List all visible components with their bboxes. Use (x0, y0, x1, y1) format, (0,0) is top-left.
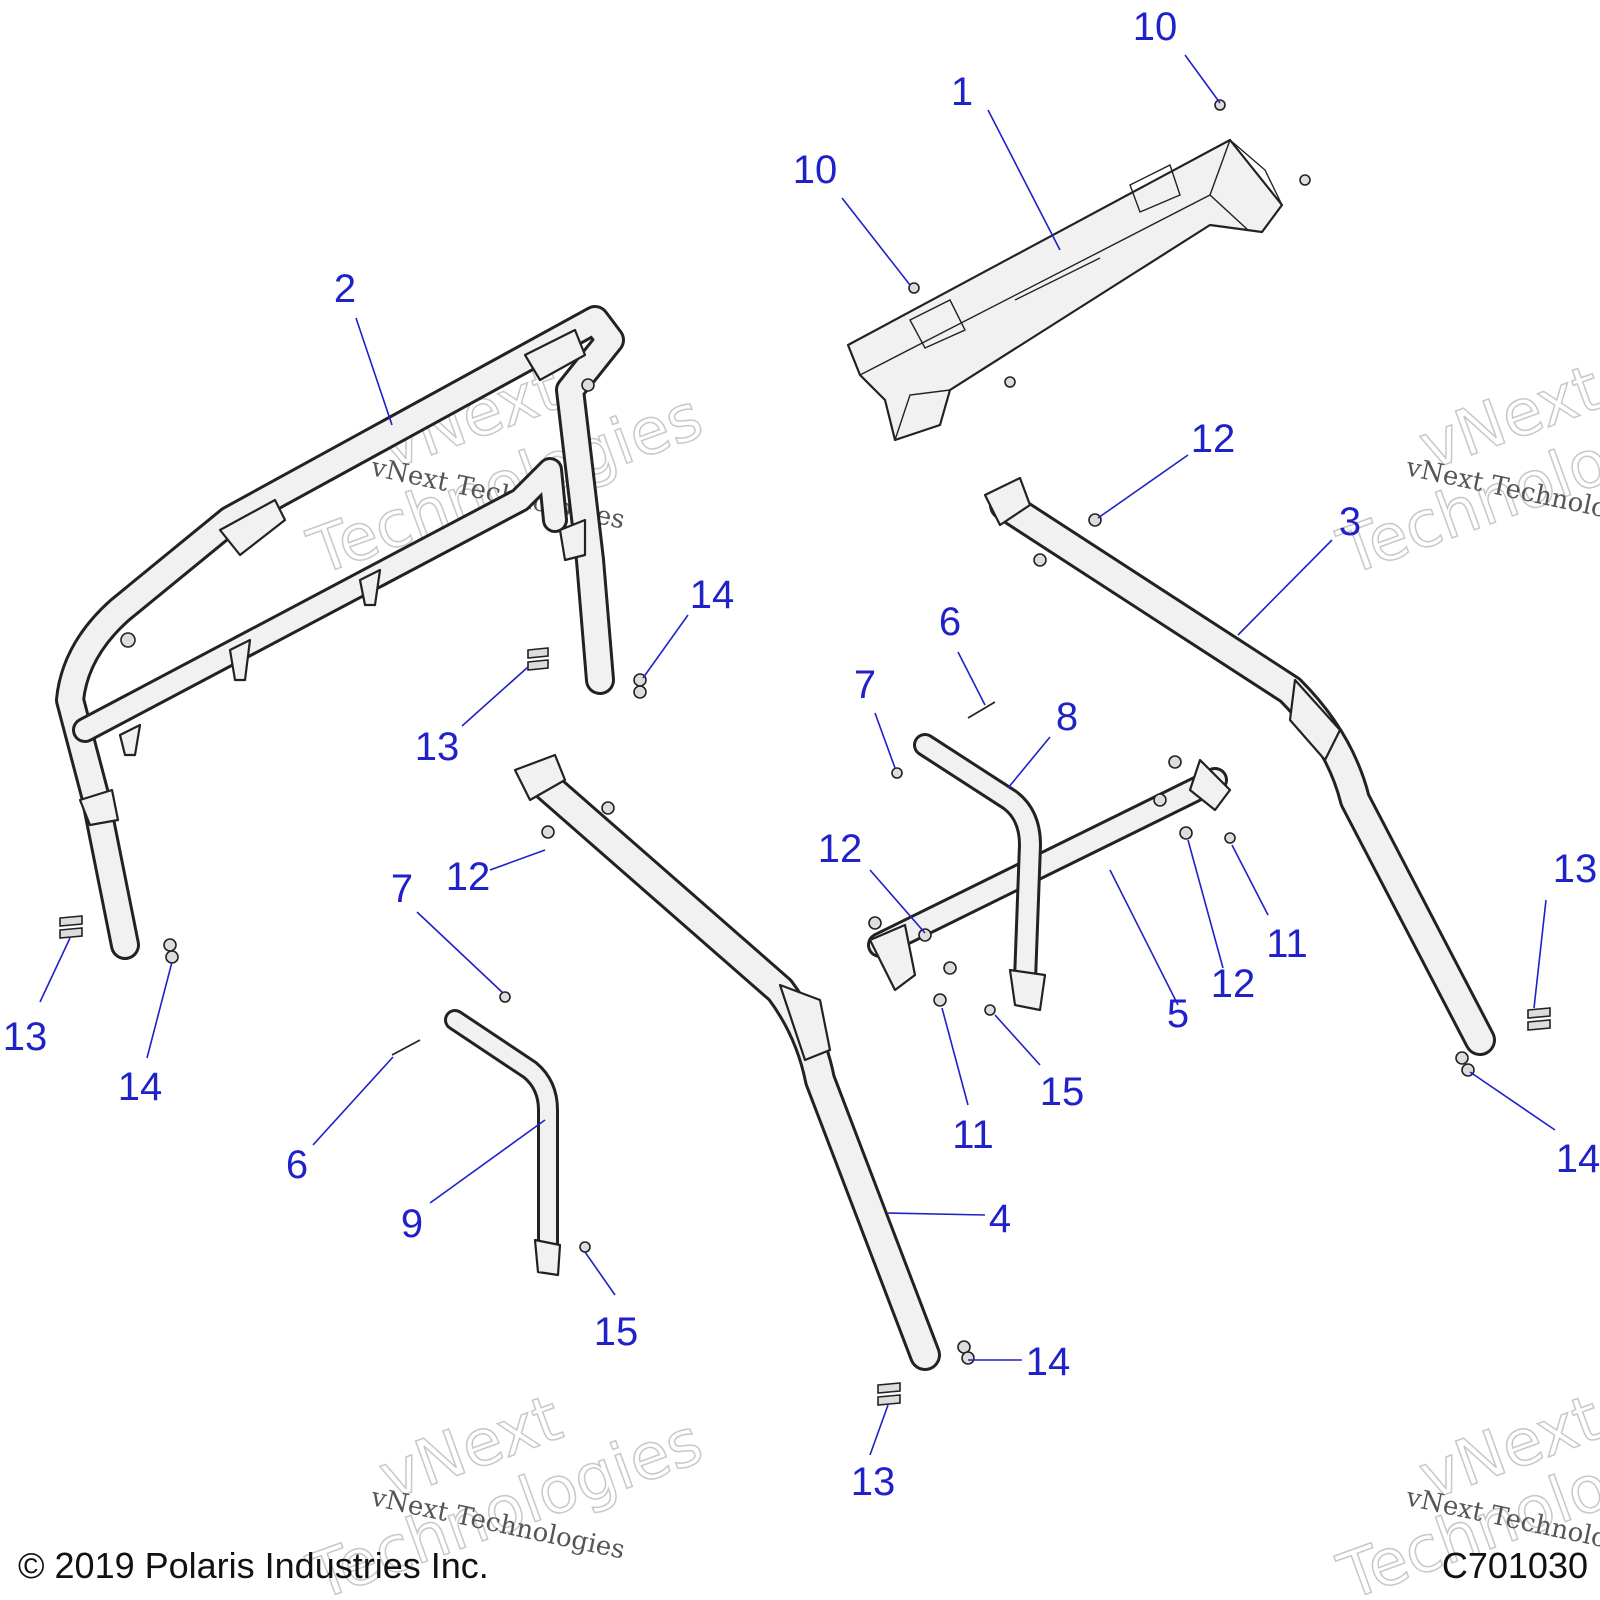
callout-1: 1 (951, 70, 973, 114)
callout-15-right: 15 (1040, 1070, 1085, 1114)
callout-13-right: 13 (1553, 847, 1598, 891)
part-1-rear-panel (846, 138, 1284, 442)
callout-5: 5 (1167, 992, 1189, 1036)
part-5-cross-brace (867, 758, 1232, 992)
part-4-rear-pillar (513, 753, 941, 1371)
callout-11-right: 11 (1266, 922, 1308, 966)
copyright-text: © 2019 Polaris Industries Inc. (18, 1545, 489, 1586)
callout-12-top: 12 (1191, 417, 1236, 461)
callout-6-right: 6 (939, 600, 961, 644)
part-2-roll-bar (55, 305, 625, 960)
leader-lines (39, 54, 1556, 1456)
watermark-top-left: vNext Technologies vNext Technologies (298, 351, 712, 591)
callout-2: 2 (334, 267, 356, 311)
callout-14-bottom: 14 (1026, 1340, 1071, 1384)
callout-4: 4 (989, 1197, 1011, 1241)
part-9-brace-arm (444, 1009, 562, 1277)
callout-10-left: 10 (793, 148, 838, 192)
callout-11-left: 11 (952, 1113, 994, 1157)
callout-12-middle: 12 (818, 827, 863, 871)
diagram-code: C701030 (1442, 1545, 1588, 1586)
part-8-brace-arm (913, 733, 1047, 1012)
callout-13-left: 13 (3, 1015, 48, 1059)
callout-9: 9 (401, 1202, 423, 1246)
callout-14-right: 14 (1556, 1137, 1600, 1181)
callout-14-upper: 14 (690, 573, 735, 617)
callout-12-right: 12 (1211, 962, 1256, 1006)
callout-6-left: 6 (286, 1143, 308, 1187)
callout-14-left: 14 (118, 1065, 163, 1109)
callout-7-left: 7 (391, 867, 413, 911)
callout-8: 8 (1056, 695, 1078, 739)
callout-7-right: 7 (854, 663, 876, 707)
callout-3: 3 (1339, 500, 1361, 544)
callout-12-left: 12 (446, 855, 491, 899)
callout-10-top: 10 (1133, 5, 1178, 49)
watermark-top-right: vNext Technologies vNext Technologies (1328, 351, 1600, 591)
callouts: 1 10 10 2 12 3 14 6 7 8 13 12 12 7 13 11… (3, 5, 1600, 1504)
callout-15-left: 15 (594, 1310, 639, 1354)
callout-13-upper: 13 (415, 725, 460, 769)
part-3-rear-pillar (983, 476, 1496, 1056)
callout-13-bottom: 13 (851, 1460, 896, 1504)
